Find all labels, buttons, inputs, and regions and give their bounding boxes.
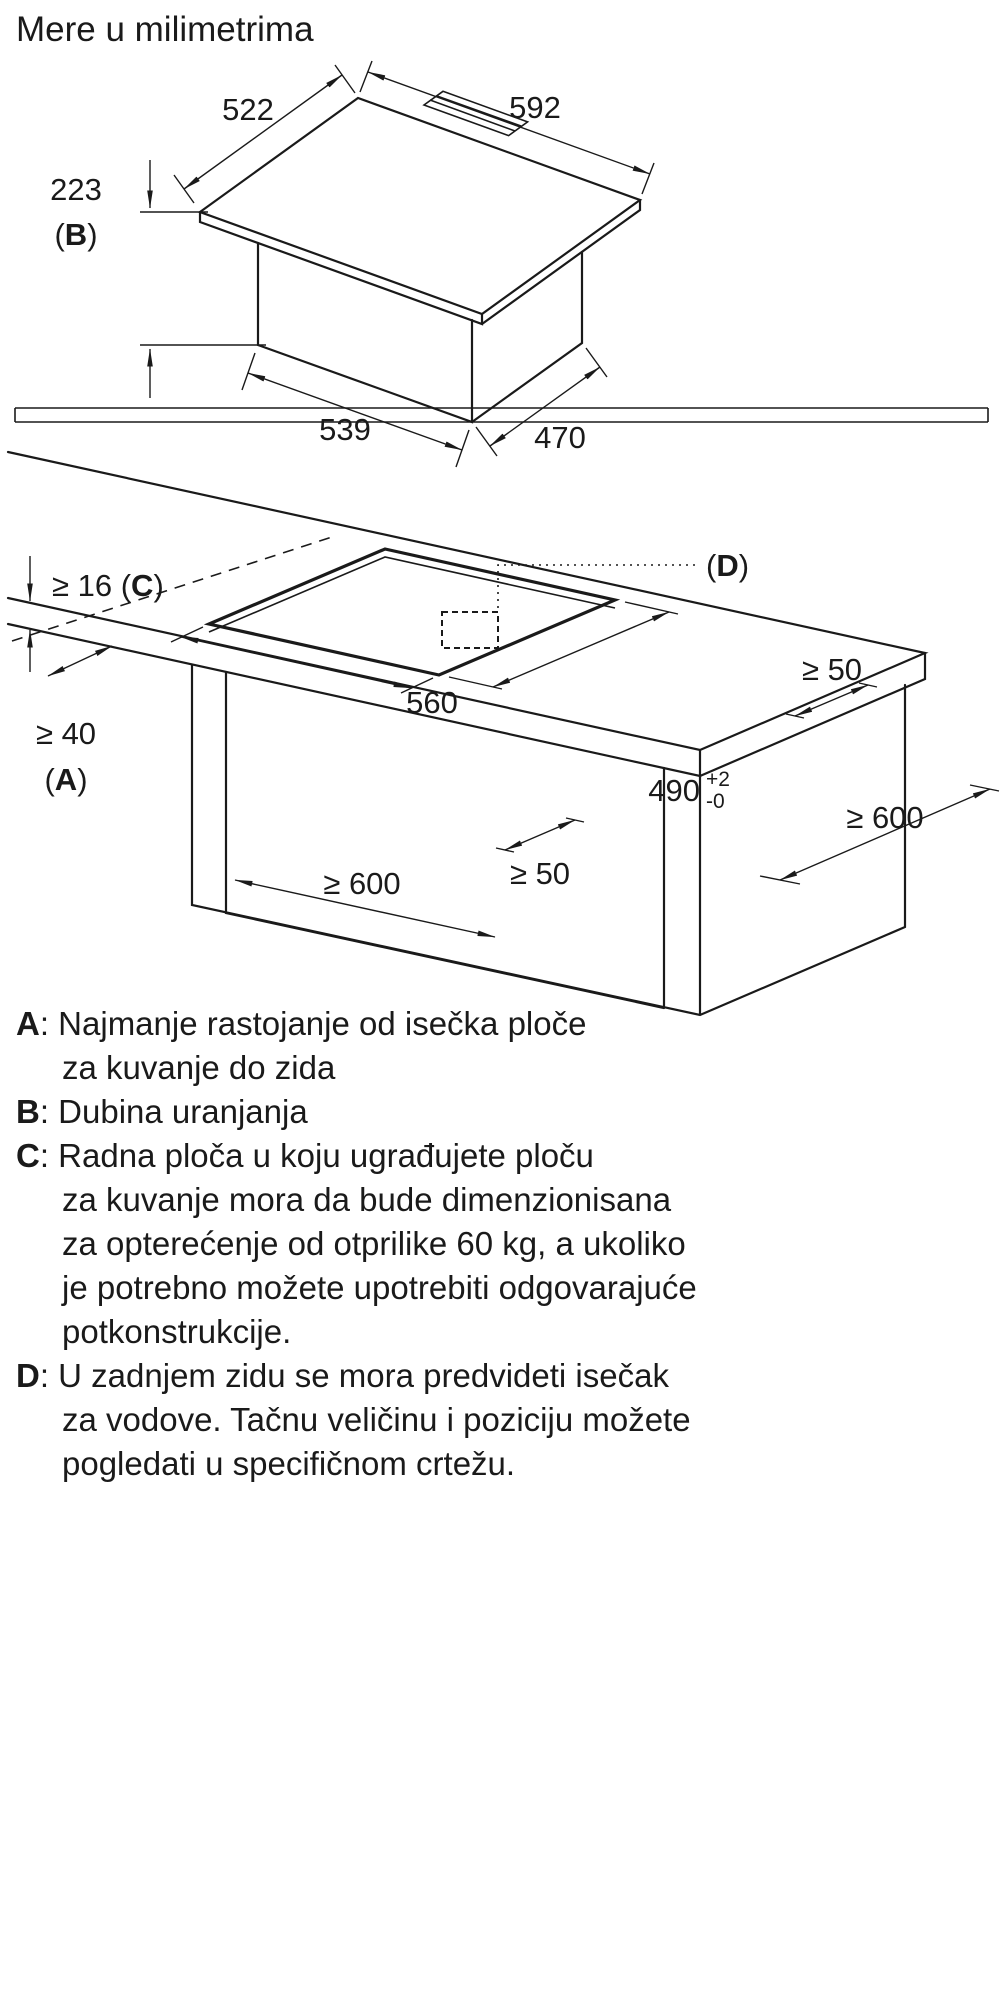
legend-entry-a-cont: za kuvanje do zida — [62, 1049, 336, 1086]
dim-hob-width-left: 522 — [173, 64, 356, 204]
dim-470-label: 470 — [534, 420, 586, 455]
dim-hob-depth: 223 (B) — [50, 160, 266, 398]
dim-rear-edge-distance: ≥ 50 — [785, 652, 878, 719]
dim-D-ref: (D) — [706, 548, 749, 583]
rear-wall — [14, 407, 989, 423]
dim-490-tol-minus: -0 — [706, 790, 725, 813]
dim-worktop-thickness: ≥ 16 (C) — [27, 556, 164, 672]
worktop-diagram: (D) ≥ 16 (C) ≥ 40 (A) 560 — [6, 407, 1000, 1017]
hob-diagram: 522 592 223 (B) 539 — [50, 60, 655, 468]
dim-cabinet-width: ≥ 600 — [234, 866, 496, 938]
dim-wall-distance: ≥ 40 (A) — [36, 645, 113, 797]
legend-entry-c: C: Radna ploča u koju ugrađujete ploču — [16, 1137, 594, 1174]
dim-40-label: ≥ 40 — [36, 716, 96, 751]
legend-letter-d: D — [16, 1357, 40, 1394]
dim-50-rear-label: ≥ 50 — [802, 652, 862, 687]
dim-490-tol-plus: +2 — [706, 768, 730, 791]
dim-539-label: 539 — [319, 412, 371, 447]
dim-16-label: ≥ 16 (C) — [52, 568, 164, 603]
legend-letter-c: C — [16, 1137, 40, 1174]
dim-front-edge-distance: ≥ 50 — [495, 817, 585, 891]
dim-223-label: 223 — [50, 172, 102, 207]
dim-sump-depth: 470 — [475, 347, 608, 457]
legend-entry-d: D: U zadnjem zidu se mora predvideti ise… — [16, 1357, 669, 1394]
dim-cutout-depth: 490 +2 -0 — [448, 601, 730, 813]
dim-worktop-depth: ≥ 600 — [759, 784, 1000, 885]
legend-entry-c-cont: za kuvanje mora da bude dimenzionisana — [62, 1181, 672, 1218]
legend-entry-b: B: Dubina uranjanja — [16, 1093, 308, 1130]
dim-223-ref: (B) — [54, 217, 97, 252]
cabinet — [190, 663, 907, 1017]
legend-entry-c-cont: je potrebno možete upotrebiti odgovaraju… — [62, 1269, 697, 1306]
dim-592-label: 592 — [509, 90, 561, 125]
page-title: Mere u milimetrima — [16, 10, 314, 49]
legend-letter-a: A — [16, 1005, 40, 1042]
dim-50-front-label: ≥ 50 — [510, 856, 570, 891]
legend-entry-a: A: Najmanje rastojanje od isečka ploče — [16, 1005, 587, 1042]
dim-40-ref: (A) — [44, 762, 87, 797]
legend-entry-d-cont: za vodove. Tačnu veličinu i poziciju mož… — [62, 1401, 691, 1438]
dim-560-label: 560 — [406, 685, 458, 720]
legend-entry-c-cont: potkonstrukcije. — [62, 1313, 292, 1350]
dim-522-label: 522 — [222, 92, 274, 127]
dim-sump-width: 539 — [241, 352, 470, 468]
dim-hob-width-right: 592 — [359, 60, 655, 195]
dim-490-label: 490 — [648, 773, 700, 808]
legend-entry-d-cont: pogledati u specifičnom crtežu. — [62, 1445, 516, 1482]
hob-body — [197, 90, 643, 424]
dim-cutout-width: 560 — [170, 626, 458, 720]
dim-600-worktop-label: ≥ 600 — [846, 800, 923, 835]
legend: A: Najmanje rastojanje od isečka ploče za… — [16, 1002, 916, 1486]
legend-letter-b: B — [16, 1093, 40, 1130]
legend-entry-c-cont: za opterećenje od otprilike 60 kg, a uko… — [62, 1225, 686, 1262]
dim-600-cabinet-label: ≥ 600 — [323, 866, 400, 901]
